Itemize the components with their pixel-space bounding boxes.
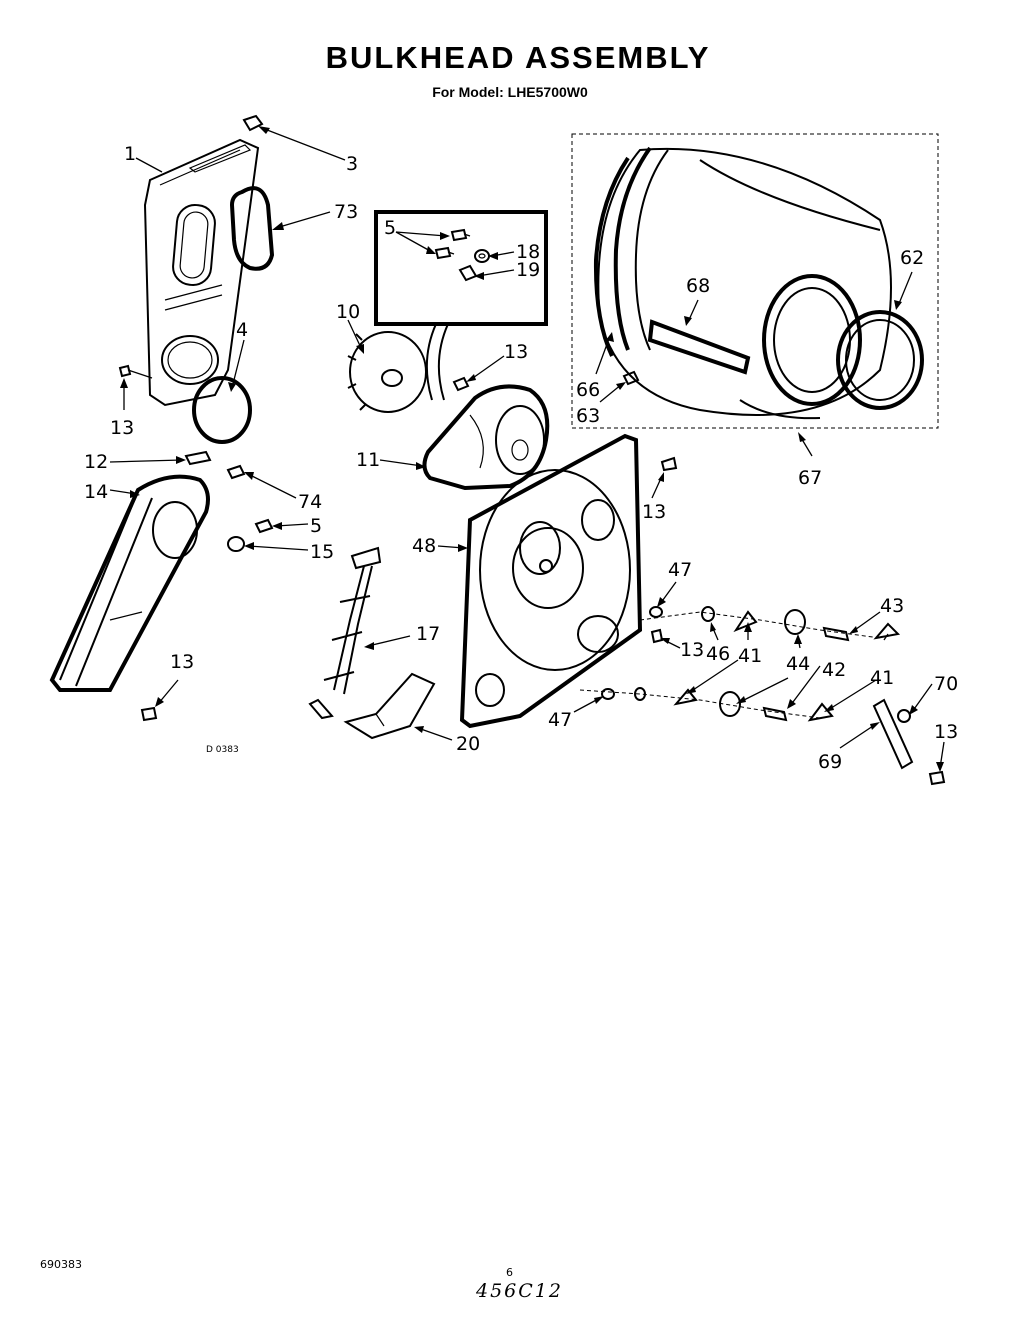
callout-17: 17 [416,623,440,645]
callout-47-lower: 47 [548,709,572,731]
screw-13-far-right [928,770,946,786]
callout-43: 43 [880,595,904,617]
part-17-harness [308,546,382,720]
part-5-screw [254,518,274,534]
callout-13-front: 13 [110,417,134,439]
callout-41-lower: 41 [870,667,894,689]
callout-48: 48 [412,535,436,557]
part-62-rear-seal [836,310,924,410]
part-73-gasket [229,186,275,271]
inset-box [374,210,548,326]
inset-connector [425,323,449,401]
part-12-clip [184,450,212,466]
callout-15: 15 [310,541,334,563]
callout-11: 11 [356,449,380,471]
callout-10: 10 [336,301,360,323]
callout-3: 3 [346,153,358,175]
idler-centerline-upper [639,611,881,639]
callout-13-bulkhead: 13 [642,501,666,523]
document-number: 690383 [40,1258,82,1271]
page-title: BULKHEAD ASSEMBLY [325,40,711,75]
part-48-rear-bulkhead [459,433,643,729]
callout-13-idler: 13 [680,639,704,661]
callout-18: 18 [516,241,540,263]
callout-5-inset: 5 [384,217,396,239]
callout-70: 70 [934,673,958,695]
callout-4: 4 [236,319,248,341]
callout-20: 20 [456,733,480,755]
page-number: 6 [506,1266,513,1279]
part-62-rear-seal-inner [845,319,915,401]
callout-5-duct: 5 [310,515,322,537]
part-63-screw [622,370,640,386]
callout-19: 19 [516,259,540,281]
callout-14: 14 [84,481,108,503]
callout-68: 68 [686,275,710,297]
callout-13-blower: 13 [504,341,528,363]
screw-13-lower-left [140,706,158,722]
callout-67: 67 [798,467,822,489]
callout-46: 46 [706,643,730,665]
callout-47-upper: 47 [668,559,692,581]
part-15-nut [227,536,245,552]
callout-12: 12 [84,451,108,473]
part-20-bracket-fold [375,713,385,727]
model-subtitle: For Model: LHE5700W0 [432,84,588,100]
part-11-blower-housing [422,384,550,491]
part-14-lint-duct [49,474,210,692]
part-67-drum [593,146,892,420]
callout-1: 1 [124,143,136,165]
callout-13-duct: 13 [170,651,194,673]
callout-66: 66 [576,379,600,401]
callout-42: 42 [822,659,846,681]
callout-73: 73 [334,201,358,223]
screw-13-left [118,364,153,379]
callout-44: 44 [786,653,810,675]
callout-13-far-right: 13 [934,721,958,743]
callout-62: 62 [900,247,924,269]
part-70-washer [897,709,911,723]
callout-74: 74 [298,491,322,513]
callout-63: 63 [576,405,600,427]
leader-lines [109,126,945,772]
part-4-seal-ring [192,376,252,444]
callout-69: 69 [818,751,842,773]
drum-assembly-box [571,133,939,429]
callout-labels: 1 3 73 5 18 19 4 10 13 13 68 62 66 63 12… [84,143,958,773]
handwritten-note: 456C12 [476,1280,563,1302]
screw-13-bulkhead-top [660,456,678,472]
part-68-baffle [647,319,751,375]
drawing-code: D 0383 [206,745,239,755]
callout-41-upper: 41 [738,645,762,667]
part-1-front-panel [143,138,260,407]
screw-13-mid [452,376,470,392]
part-3-clip [242,114,264,132]
part-74-screw [226,464,246,480]
idler-centerline-lower [579,689,821,719]
part-69-idler-arm [872,698,914,770]
part-10-blower-wheel [347,331,427,413]
